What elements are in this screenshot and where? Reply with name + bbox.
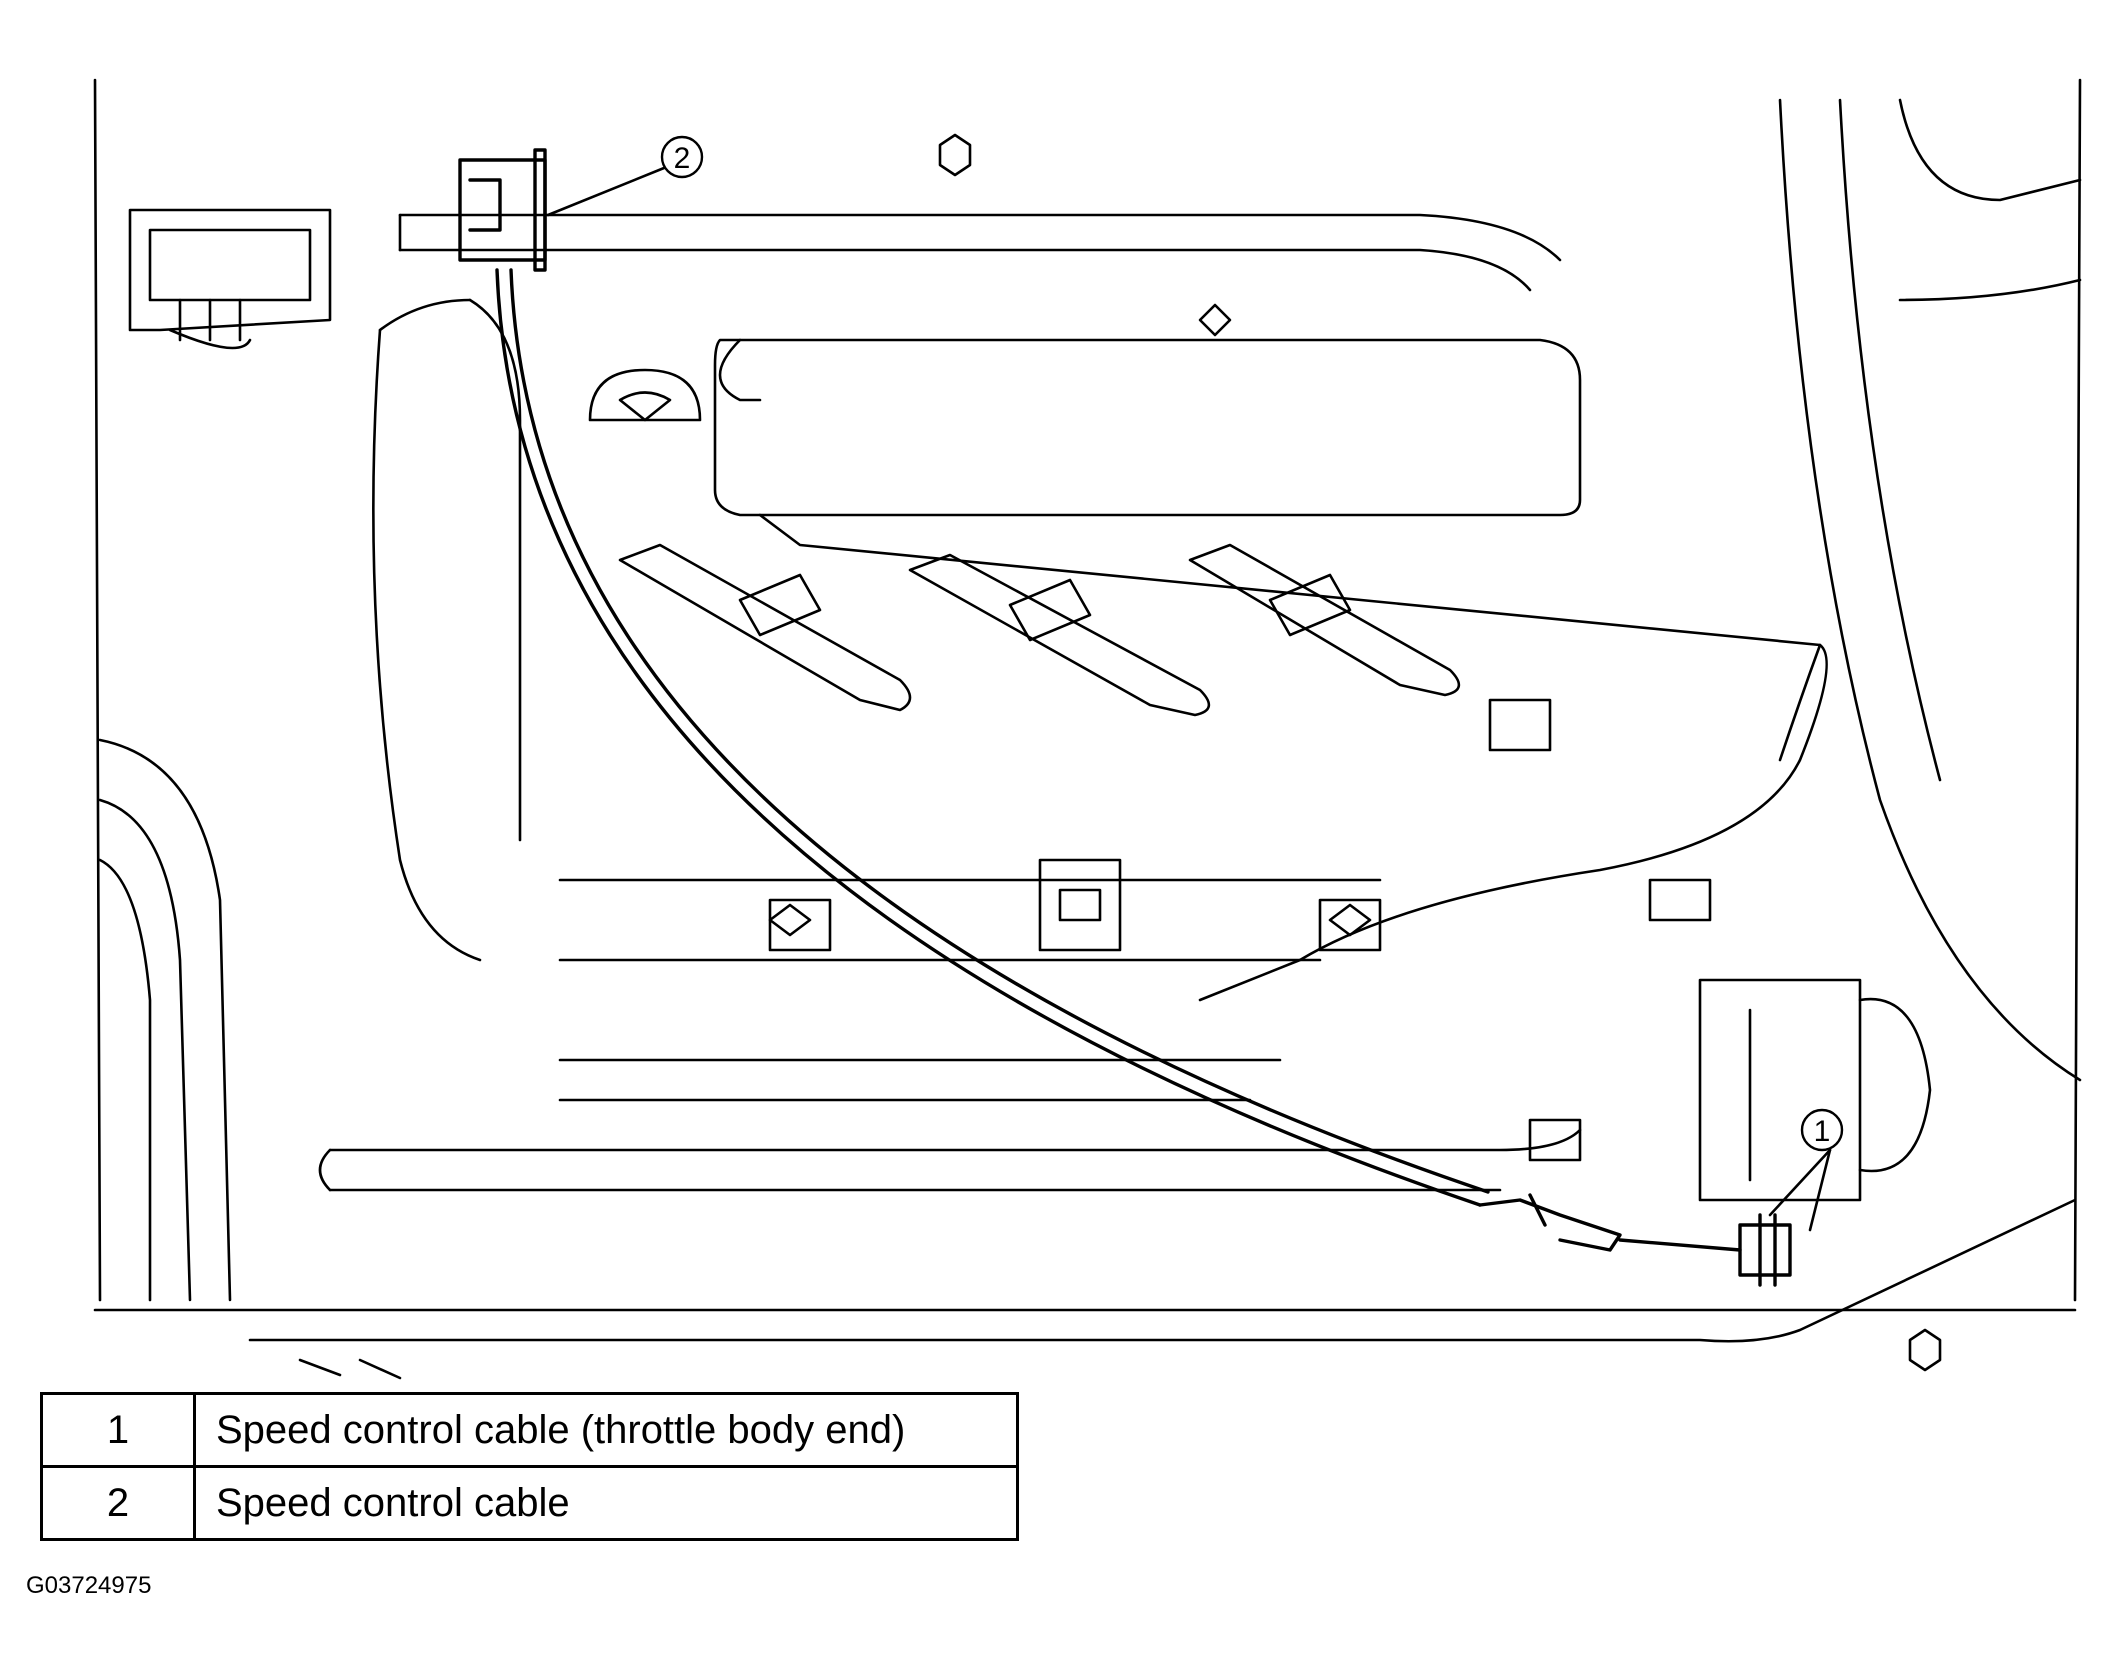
speed-control-cable	[458, 148, 1832, 1287]
callout-2: 2	[546, 135, 704, 217]
callout-1-number: 1	[1814, 1115, 1831, 1148]
callout-legend-table: 1 Speed control cable (throttle body end…	[40, 1392, 1019, 1541]
legend-number: 1	[40, 1392, 196, 1468]
legend-description: Speed control cable	[193, 1465, 1019, 1541]
legend-row: 2 Speed control cable	[40, 1465, 1019, 1541]
engine-outline	[93, 78, 2082, 1380]
callout-1: 1	[1800, 1108, 1844, 1152]
legend-description: Speed control cable (throttle body end)	[193, 1392, 1019, 1468]
legend-row: 1 Speed control cable (throttle body end…	[40, 1392, 1019, 1468]
engine-bay-line-drawing: 2 1	[93, 78, 2082, 1380]
callout-2-number: 2	[674, 142, 691, 175]
legend-number: 2	[40, 1465, 196, 1541]
figure-id: G03724975	[26, 1572, 152, 1599]
